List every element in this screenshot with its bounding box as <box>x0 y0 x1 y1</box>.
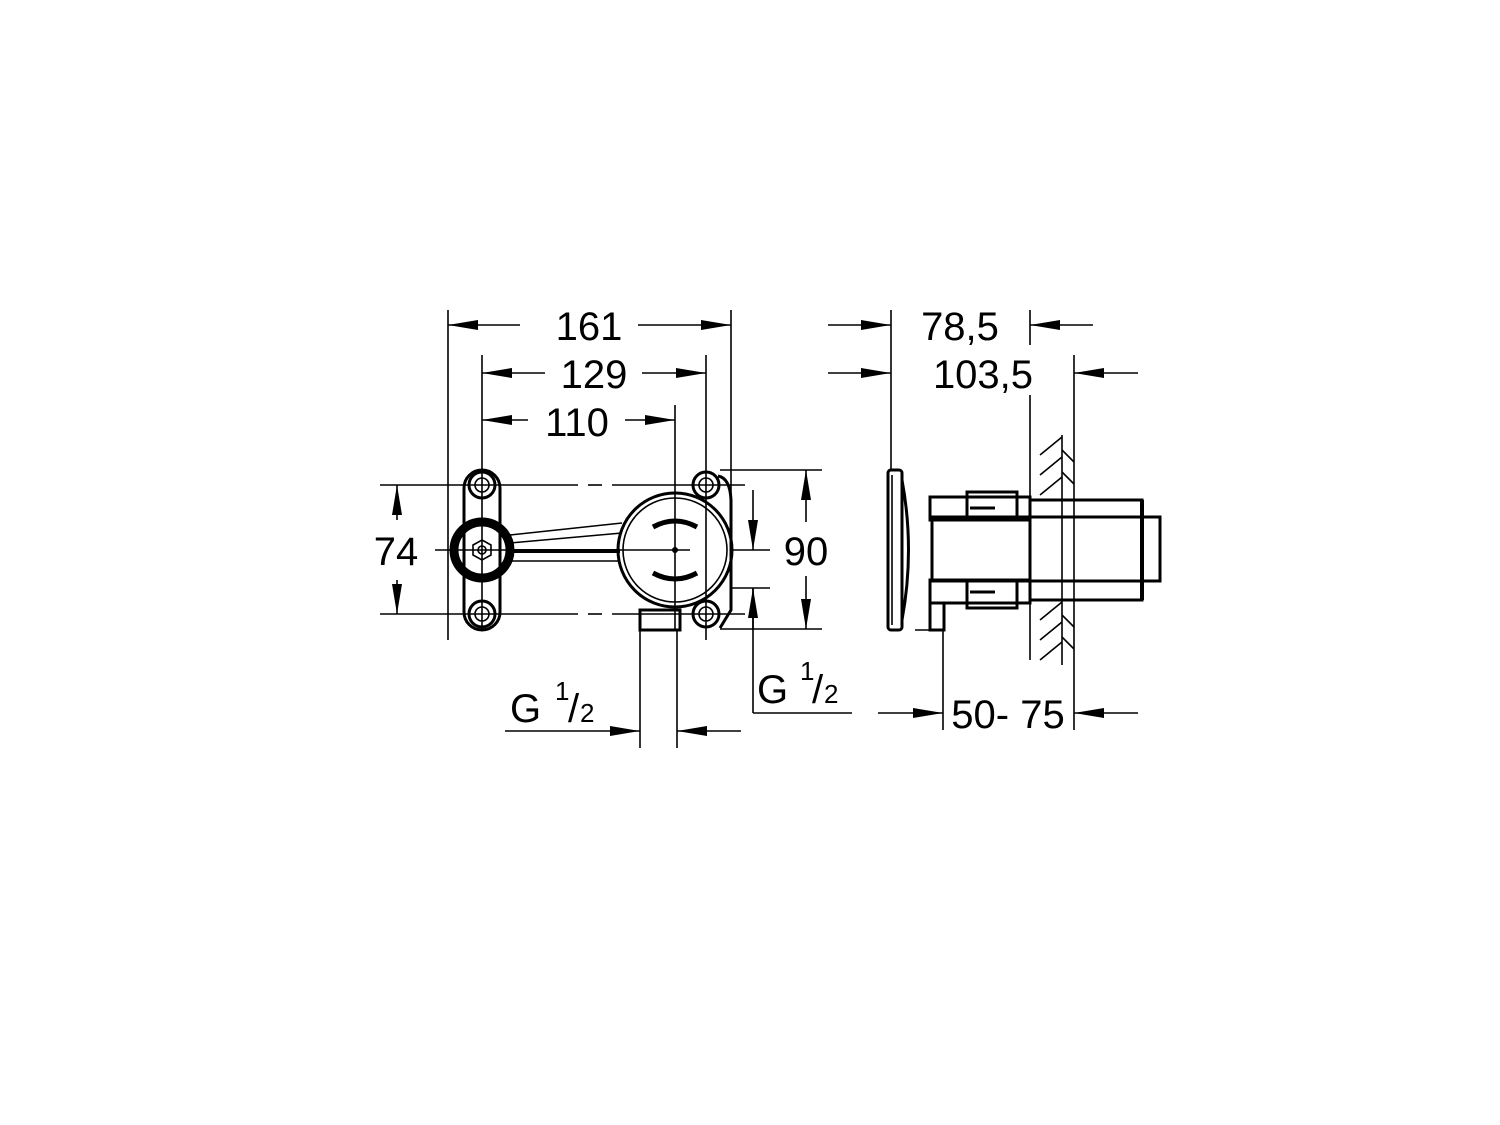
svg-text:50- 75: 50- 75 <box>951 693 1064 737</box>
svg-text:1: 1 <box>800 656 814 686</box>
valve-body <box>616 470 734 632</box>
svg-text:129: 129 <box>561 353 628 397</box>
svg-text:78,5: 78,5 <box>921 305 999 349</box>
svg-text:G: G <box>757 668 788 712</box>
svg-text:1: 1 <box>555 676 569 706</box>
left-fitting <box>449 468 515 632</box>
thread-label-right: G 1 / 2 <box>757 656 838 712</box>
dimension-161: 161 <box>448 305 731 349</box>
svg-text:103,5: 103,5 <box>933 353 1033 397</box>
wall-hatch <box>1039 435 1075 665</box>
thread-label-bottom: G 1 / 2 <box>510 676 594 731</box>
connecting-arm <box>509 522 623 562</box>
dimension-90: 90 <box>784 470 829 629</box>
svg-text:74: 74 <box>374 530 419 574</box>
side-body <box>915 490 1162 632</box>
svg-text:161: 161 <box>556 305 623 349</box>
svg-text:2: 2 <box>824 679 838 709</box>
side-view: 78,5 103,5 <box>828 305 1162 737</box>
dimension-78-5: 78,5 <box>828 305 1093 349</box>
dimension-129: 129 <box>482 353 706 397</box>
svg-text:110: 110 <box>545 401 609 445</box>
svg-text:2: 2 <box>580 698 594 728</box>
svg-text:G: G <box>510 687 541 731</box>
front-view: 161 129 110 74 <box>374 305 852 748</box>
dimension-50-75: 50- 75 <box>878 693 1138 737</box>
svg-text:/: / <box>568 687 580 731</box>
svg-text:/: / <box>812 668 824 712</box>
svg-text:90: 90 <box>784 530 829 574</box>
dimension-110: 110 <box>482 401 675 445</box>
dimension-103-5: 103,5 <box>828 353 1138 397</box>
dimension-74: 74 <box>374 485 419 614</box>
mounting-plate <box>886 468 910 632</box>
